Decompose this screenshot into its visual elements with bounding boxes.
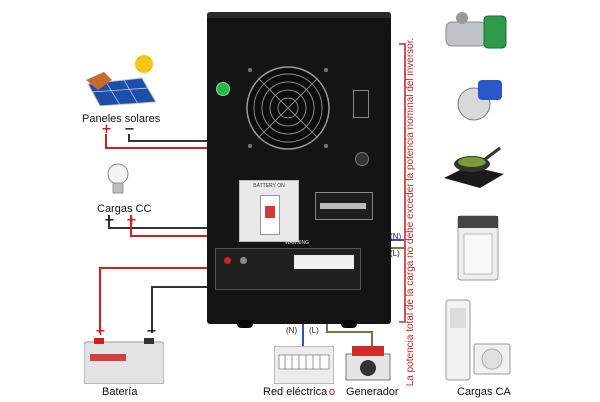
logo-icon bbox=[216, 82, 230, 96]
solar-panel-icon bbox=[86, 55, 157, 106]
solar-positive-sign: + bbox=[101, 122, 112, 137]
circular-saw-icon bbox=[457, 80, 502, 121]
load-power-notice: La potencia total de la carga no debe ex… bbox=[405, 37, 416, 387]
air-conditioner-icon bbox=[445, 299, 511, 381]
ac-neutral-label: (N) bbox=[390, 232, 402, 241]
dc-positive-sign: + bbox=[126, 213, 137, 228]
induction-cooker-icon bbox=[444, 146, 504, 188]
generator-icon bbox=[345, 346, 391, 381]
ac-terminal-panel bbox=[215, 248, 361, 290]
solar-negative-sign: − bbox=[124, 122, 135, 137]
battery-switch-label: BATTERY ON bbox=[253, 183, 285, 189]
ac-terminal-strip bbox=[294, 255, 354, 269]
battery-breaker[interactable] bbox=[260, 195, 280, 235]
battery-positive-wire bbox=[99, 267, 242, 333]
battery-negative-sign: − bbox=[146, 324, 157, 339]
inverter-cabinet: BATTERY ON WARNING bbox=[207, 12, 391, 328]
power-switch[interactable] bbox=[355, 152, 369, 166]
battery-breaker-panel: BATTERY ON bbox=[239, 180, 299, 242]
grid-line-label: (L) bbox=[309, 326, 319, 335]
battery-icon bbox=[84, 338, 164, 384]
washing-machine-icon bbox=[457, 215, 499, 281]
solar-panels-label: Paneles solares bbox=[82, 113, 161, 125]
battery-positive-sign: + bbox=[95, 324, 106, 339]
generator-label: Generador bbox=[346, 386, 399, 398]
grid-or-generator: o bbox=[329, 386, 336, 398]
dc-negative-sign: − bbox=[104, 213, 115, 228]
cooling-fan-icon bbox=[246, 66, 330, 150]
status-display bbox=[353, 90, 369, 118]
grid-neutral-label: (N) bbox=[286, 326, 298, 335]
warning-label: WARNING bbox=[285, 240, 309, 246]
distribution-board-icon bbox=[274, 346, 334, 384]
light-bulb-icon bbox=[107, 163, 129, 194]
water-pump-icon bbox=[445, 12, 507, 49]
ac-loads-label: Cargas CA bbox=[457, 386, 511, 398]
battery-label: Batería bbox=[102, 386, 138, 398]
ac-loads-bracket bbox=[399, 43, 406, 323]
dc-loads-label: Cargas CC bbox=[97, 203, 152, 215]
dc-terminal-block bbox=[315, 192, 373, 220]
ac-line-label: (L) bbox=[390, 249, 400, 258]
grid-label: Red eléctrica bbox=[263, 386, 328, 398]
